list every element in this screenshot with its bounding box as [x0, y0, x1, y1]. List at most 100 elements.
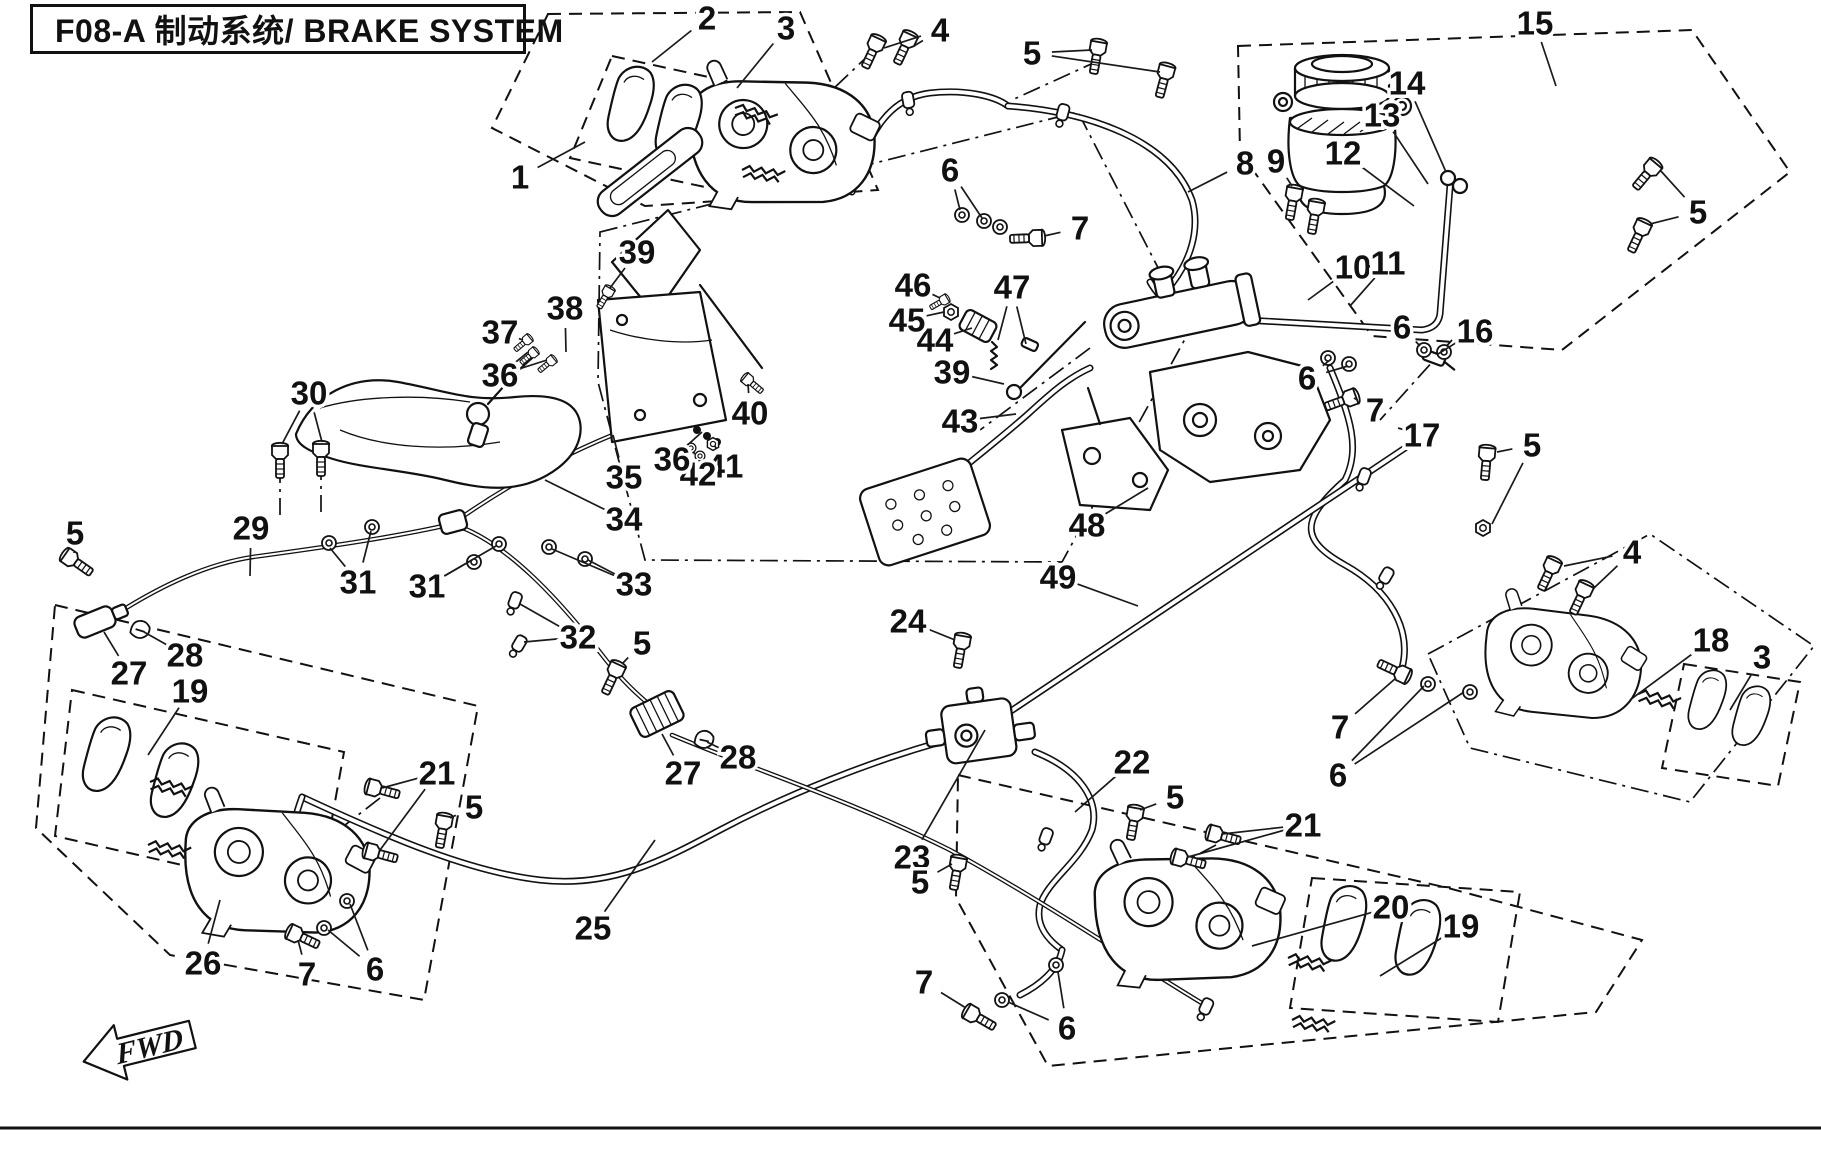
washer-icon: [994, 992, 1010, 1008]
callout-43: 43: [942, 403, 979, 440]
leader-line: [971, 375, 1005, 385]
bolt-icon: [1374, 654, 1415, 687]
callout-3: 3: [777, 10, 795, 47]
nut-icon: [1475, 519, 1491, 537]
callout-4: 4: [1623, 534, 1642, 571]
leader-line: [651, 29, 692, 63]
bolt-icon: [1302, 196, 1327, 236]
washer-icon: [992, 219, 1008, 235]
leader-line: [249, 547, 252, 577]
leader-line: [953, 327, 973, 335]
pedal-bracket-sketch: [1148, 350, 1332, 484]
bolt-icon: [944, 852, 969, 892]
leader-line: [518, 337, 524, 341]
title-box: F08-A 制动系统/ BRAKE SYSTEM: [30, 4, 563, 54]
callout-32: 32: [560, 619, 597, 656]
callout-39: 39: [934, 354, 971, 391]
leader-line: [1414, 100, 1447, 173]
callout-16: 16: [1457, 313, 1494, 350]
leader-line: [564, 327, 567, 353]
rear-right-pad-1: [1317, 881, 1371, 966]
callout-25: 25: [575, 910, 612, 947]
leader-line: [1139, 803, 1157, 811]
leader-line: [997, 306, 1008, 341]
leader-line: [921, 729, 986, 841]
front-pad-1: [602, 61, 659, 147]
front-caliper-group-box: [490, 10, 880, 208]
callout-31: 31: [409, 568, 446, 605]
callout-44: 44: [917, 322, 954, 359]
leader-line: [1221, 826, 1284, 835]
junction-block-sketch: [924, 686, 1036, 765]
cable-clip-icon: [127, 617, 153, 642]
callout-7: 7: [1331, 709, 1349, 746]
callout-1: 1: [511, 159, 529, 196]
leader-line: [362, 530, 372, 563]
leader-line: [621, 656, 629, 665]
leader-line: [1043, 231, 1061, 237]
callout-39: 39: [619, 234, 656, 271]
leader-line: [313, 412, 323, 443]
bolt-icon: [1628, 154, 1666, 195]
leader-line: [514, 351, 529, 363]
leader-line: [747, 383, 750, 394]
leader-line: [954, 189, 961, 211]
callout-20: 20: [1373, 889, 1410, 926]
pushrod-sketch: [1018, 320, 1087, 390]
rear-left-pad-1: [77, 711, 137, 798]
leader-line: [960, 186, 983, 219]
leader-line: [714, 445, 717, 449]
bolt-icon: [311, 439, 331, 477]
callout-40: 40: [732, 395, 769, 432]
bolt-icon: [1622, 215, 1655, 256]
leader-line: [1353, 397, 1359, 401]
callout-30: 30: [291, 375, 328, 412]
lever-switch-sketch: [465, 356, 534, 448]
hose-clamp-icon: [1052, 102, 1072, 130]
leader-line: [926, 311, 945, 317]
hose-clamp-icon: [1034, 825, 1055, 854]
rear-right-pad-clip-2: [1289, 1013, 1337, 1035]
callout-3: 3: [1753, 639, 1771, 676]
bolt-icon: [888, 27, 921, 68]
leader-line: [1057, 971, 1065, 1009]
washer-icon: [491, 536, 507, 552]
callout-23: 23: [894, 839, 931, 876]
callout-28: 28: [167, 637, 204, 674]
callout-22: 22: [1114, 744, 1151, 781]
leader-line: [1103, 487, 1149, 516]
leader-line: [1051, 55, 1161, 73]
leader-line: [1593, 565, 1619, 589]
leader-line: [1007, 1001, 1050, 1021]
bolt-icon: [1532, 553, 1565, 594]
callout-5: 5: [911, 864, 929, 901]
leader-line: [1415, 340, 1421, 347]
leader-line: [736, 42, 775, 89]
callout-27: 27: [665, 755, 702, 792]
callout-42: 42: [680, 456, 717, 493]
bolt-icon: [1203, 822, 1244, 850]
callout-5: 5: [66, 515, 84, 552]
callout-2: 2: [698, 0, 716, 37]
callout-6: 6: [941, 152, 959, 189]
leader-line: [1349, 277, 1376, 307]
rear-left-caliper-sketch: [169, 783, 385, 962]
washer-icon: [339, 893, 355, 909]
leader-line: [551, 548, 616, 577]
leader-line: [523, 637, 559, 643]
console-bracket-sketch: [294, 379, 582, 489]
callout-47: 47: [994, 269, 1031, 306]
leader-line: [1015, 306, 1027, 345]
leader-line: [979, 413, 1017, 420]
leader-line: [518, 359, 548, 370]
bolt-icon: [856, 31, 889, 72]
callout-33: 33: [616, 566, 653, 603]
leader-line: [1076, 583, 1139, 607]
callout-38: 38: [547, 290, 584, 327]
reservoir-sketch: [1272, 53, 1469, 216]
leader-line: [207, 899, 221, 944]
leader-line: [609, 267, 626, 289]
callout-6: 6: [1393, 309, 1411, 346]
